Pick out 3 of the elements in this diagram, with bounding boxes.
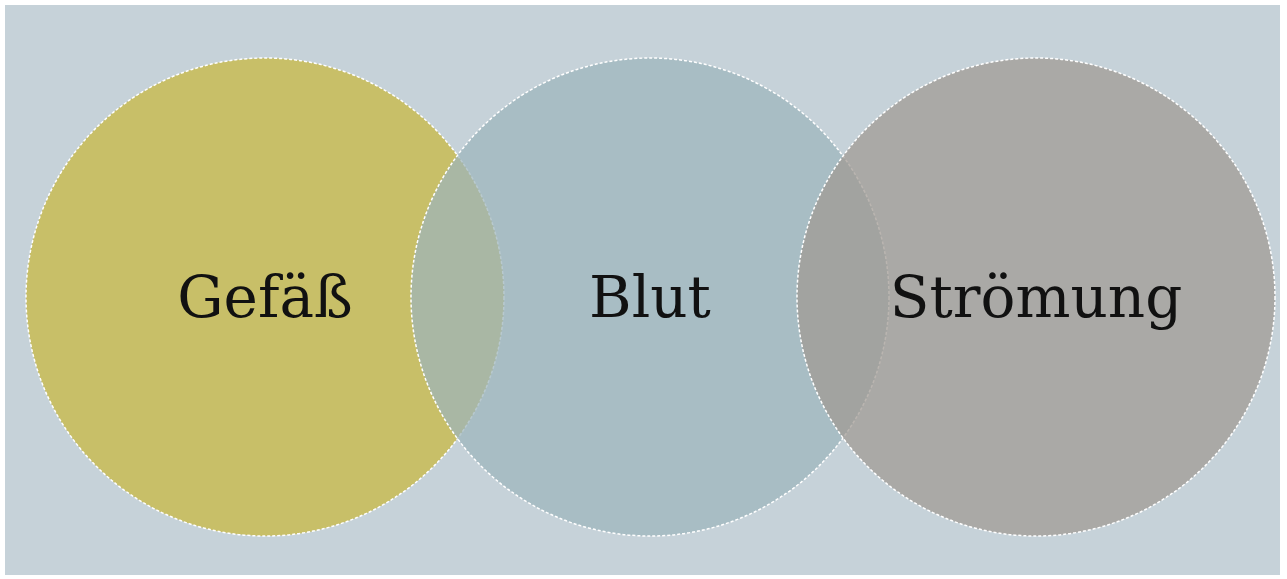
circle-label: Blut	[588, 263, 712, 331]
circle-label: Strömung	[888, 263, 1184, 331]
circle-label: Gefäß	[176, 263, 354, 331]
